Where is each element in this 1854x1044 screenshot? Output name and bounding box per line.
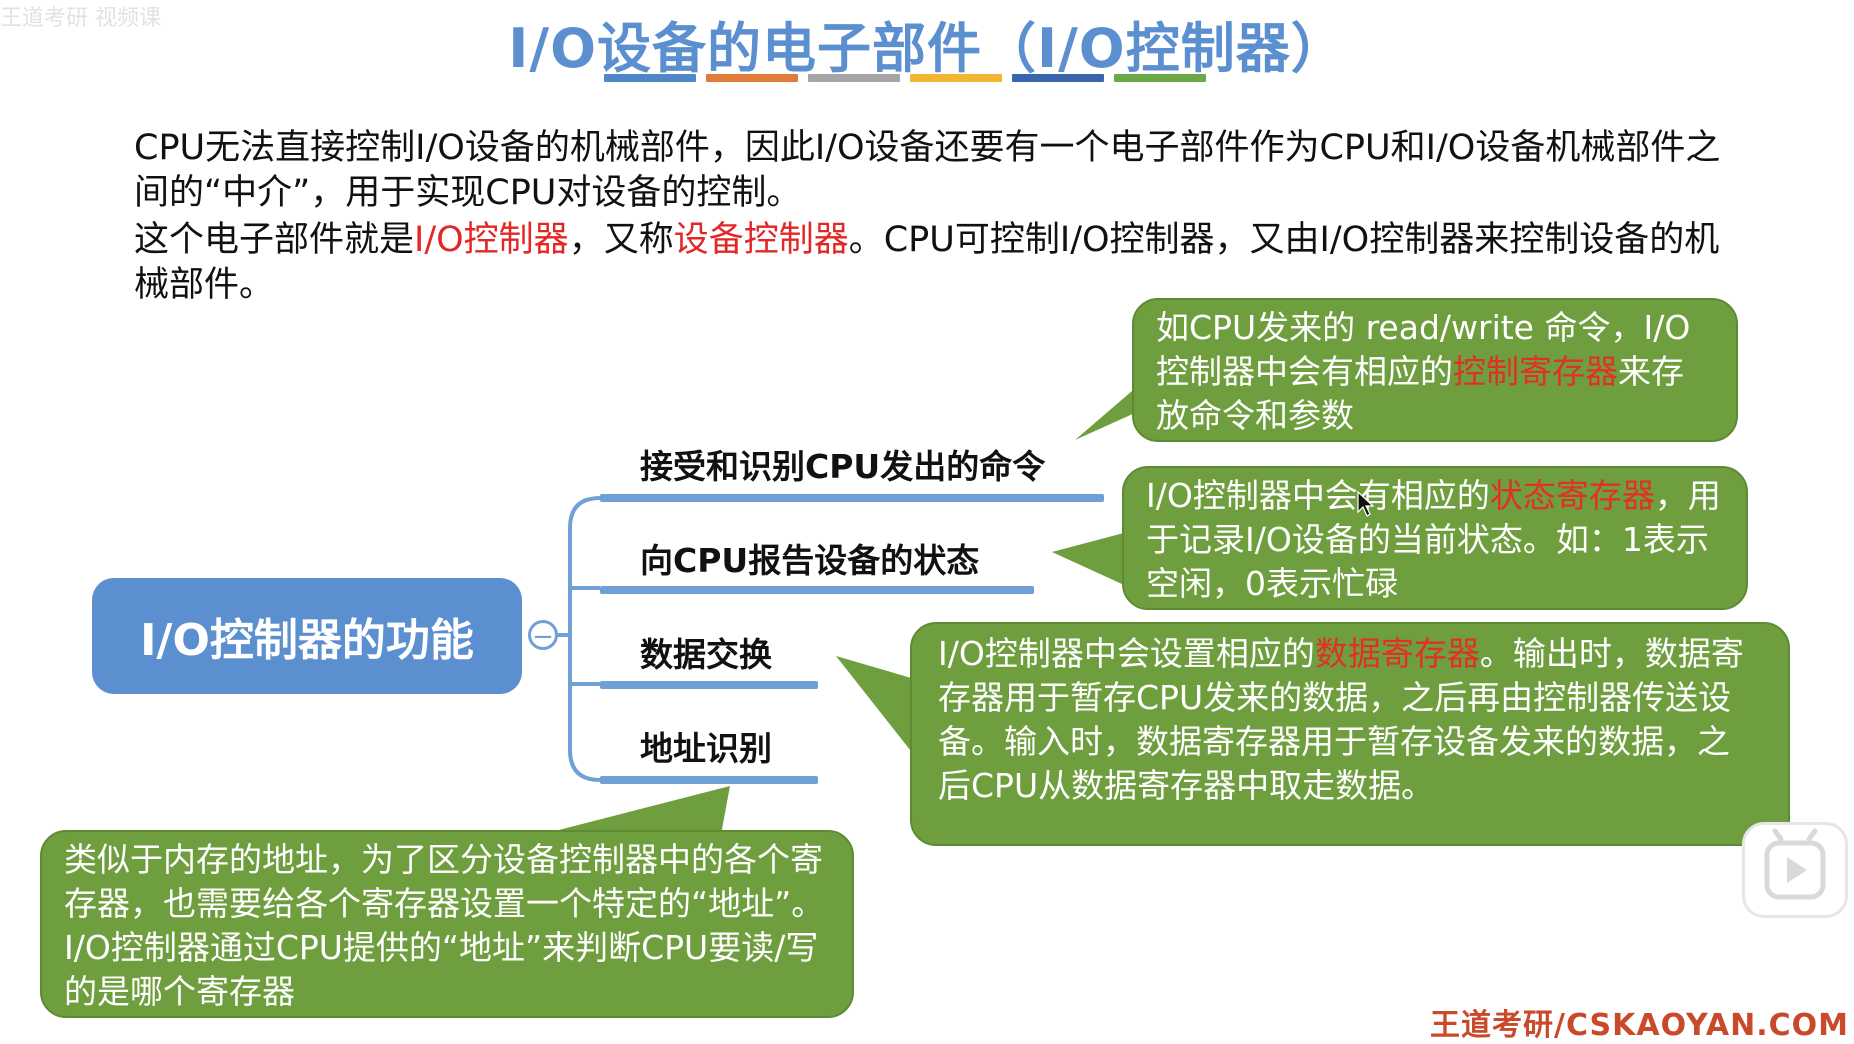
highlight-control-register: 控制寄存器 <box>1453 352 1618 391</box>
branch-report-status[interactable]: 向CPU报告设备的状态 <box>640 541 980 580</box>
bubble-tail <box>836 656 918 760</box>
play-button[interactable] <box>1742 822 1848 918</box>
note-data-register: I/O控制器中会设置相应的数据寄存器。输出时，数据寄存器用于暂存CPU发来的数据… <box>910 622 1790 846</box>
highlight-data-register: 数据寄存器 <box>1314 634 1480 673</box>
branch-data-exchange[interactable]: 数据交换 <box>640 635 772 674</box>
bubble-tail <box>520 786 730 840</box>
footer-brand: 王道考研/CSKAOYAN.COM <box>1430 1008 1849 1043</box>
note-text: 来存放命令和参数 <box>1156 352 1684 435</box>
branch-underline <box>600 776 818 784</box>
note-address: 类似于内存的地址，为了区分设备控制器中的各个寄存器，也需要给各个寄存器设置一个特… <box>40 830 854 1018</box>
underline-segment <box>604 74 696 82</box>
note-control-register: 如CPU发来的 read/write 命令，I/O控制器中会有相应的控制寄存器来… <box>1132 298 1738 442</box>
branch-underline <box>600 494 1104 502</box>
highlight-device-controller: 设备控制器 <box>673 220 849 260</box>
page-title: I/O设备的电子部件（I/O控制器） <box>508 17 1346 80</box>
note-text: 类似于内存的地址，为了区分设备控制器中的各个寄存器，也需要给各个寄存器设置一个特… <box>64 840 825 1011</box>
note-status-register: I/O控制器中会有相应的状态寄存器，用于记录I/O设备的当前状态。如：1表示空闲… <box>1122 466 1748 610</box>
branch-underline <box>600 681 818 689</box>
intro-paragraph: CPU无法直接控制I/O设备的机械部件，因此I/O设备还要有一个电子部件作为CP… <box>134 128 1721 213</box>
highlight-status-register: 状态寄存器 <box>1489 476 1655 515</box>
note-text: I/O控制器中会有相应的 <box>1146 476 1490 515</box>
note-text: I/O控制器中会设置相应的 <box>938 634 1315 673</box>
branch-accept-commands[interactable]: 接受和识别CPU发出的命令 <box>640 447 1046 486</box>
paragraph-text: ，又称 <box>568 220 674 260</box>
underline-segment <box>1012 74 1104 82</box>
underline-segment <box>808 74 900 82</box>
underline-segment <box>706 74 798 82</box>
controller-paragraph: 这个电子部件就是I/O控制器，又称设备控制器。CPU可控制I/O控制器，又由I/… <box>134 218 1754 308</box>
paragraph-text: 。CPU可控制I/O控制器，又由I/O控制器来控制设备的机械部件。 <box>134 220 1720 305</box>
underline-segment <box>910 74 1002 82</box>
mouse-cursor-icon <box>1357 490 1375 517</box>
collapse-toggle-icon[interactable]: − <box>528 620 558 651</box>
mindmap-root-node[interactable]: I/O控制器的功能 <box>92 578 522 694</box>
note-text: ，用于记录I/O设备的当前状态。如：1表示空闲，0表示忙碌 <box>1146 476 1721 603</box>
note-text: 如CPU发来的 read/write 命令，I/O控制器中会有相应的 <box>1156 308 1691 391</box>
play-icon <box>1764 828 1826 900</box>
branch-underline <box>600 586 1034 594</box>
title-underline <box>604 74 1206 82</box>
note-text: 。输出时，数据寄存器用于暂存CPU发来的数据，之后再由控制器传送设备。输入时，数… <box>938 634 1744 805</box>
branch-address-recognition[interactable]: 地址识别 <box>640 729 772 768</box>
bubble-tail <box>1052 530 1135 590</box>
highlight-io-controller: I/O控制器 <box>414 220 569 260</box>
paragraph-text: 这个电子部件就是 <box>134 220 415 260</box>
underline-segment <box>1114 74 1206 82</box>
